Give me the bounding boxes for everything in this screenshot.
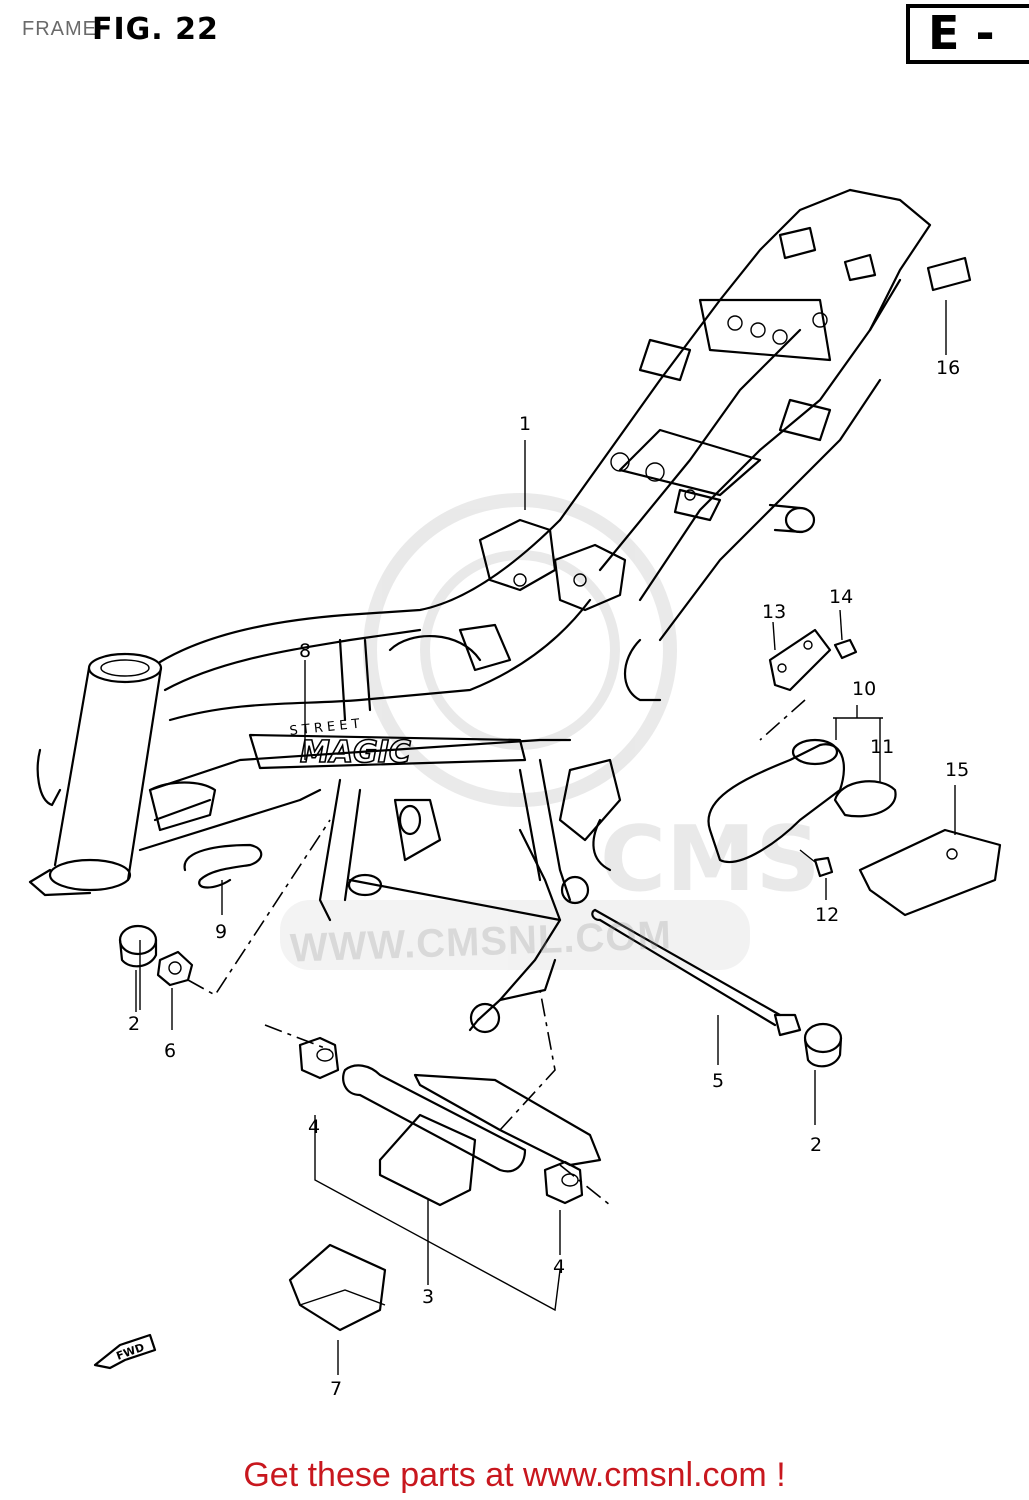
callout-3: 3 (422, 1286, 435, 1308)
cover-part-15 (858, 828, 1002, 917)
screw-part-12 (813, 856, 834, 878)
svg-text:CMS: CMS (600, 807, 820, 912)
callout-4-right: 4 (553, 1256, 566, 1278)
bracket-part-13 (768, 628, 832, 692)
watermark-logo: CMS (280, 493, 820, 970)
callout-7: 7 (330, 1378, 343, 1400)
callout-9: 9 (215, 921, 228, 943)
reflector-part-16 (926, 256, 972, 292)
clamp-part-9 (183, 843, 263, 889)
frame-body: MAGIC S T R E E T (28, 188, 932, 1034)
callout-16: 16 (936, 357, 961, 379)
lock-ring-part-11 (833, 780, 897, 818)
callout-5: 5 (712, 1070, 725, 1092)
forward-arrow: FWD (93, 1333, 157, 1370)
cap-part-2-left (118, 924, 158, 956)
callout-2-left: 2 (128, 1013, 141, 1035)
fwd-text: FWD (115, 1341, 146, 1363)
callout-14: 14 (829, 586, 854, 608)
callout-6: 6 (164, 1040, 177, 1062)
long-bolt-part-5 (593, 908, 782, 1027)
callout-4-left: 4 (308, 1116, 321, 1138)
nut-part-6 (156, 950, 194, 987)
footer-parts-link[interactable]: Get these parts at www.cmsnl.com ! (243, 1456, 786, 1494)
callout-13: 13 (762, 601, 787, 623)
callout-10: 10 (852, 678, 877, 700)
boot-part-7 (288, 1243, 387, 1332)
region-code-box: E - (906, 4, 1029, 64)
arm-part-3 (342, 1064, 527, 1173)
decal-subtext: S T R E E T (289, 717, 360, 739)
callout-12: 12 (815, 904, 840, 926)
bushing-part-4-left (298, 1036, 340, 1080)
decal-text: MAGIC (300, 735, 411, 770)
callout-2-right: 2 (810, 1134, 823, 1156)
callout-8: 8 (299, 640, 312, 662)
bolt-part-14 (833, 638, 858, 660)
figure-label: FIG. 22 (92, 12, 219, 47)
cap-part-2-right (803, 1022, 843, 1054)
lock-holder-part-10 (707, 743, 845, 863)
callout-1: 1 (519, 413, 532, 435)
region-code: E - (928, 6, 995, 60)
section-label: FRAME (22, 18, 97, 40)
callout-15: 15 (945, 759, 970, 781)
callout-11: 11 (870, 736, 895, 758)
